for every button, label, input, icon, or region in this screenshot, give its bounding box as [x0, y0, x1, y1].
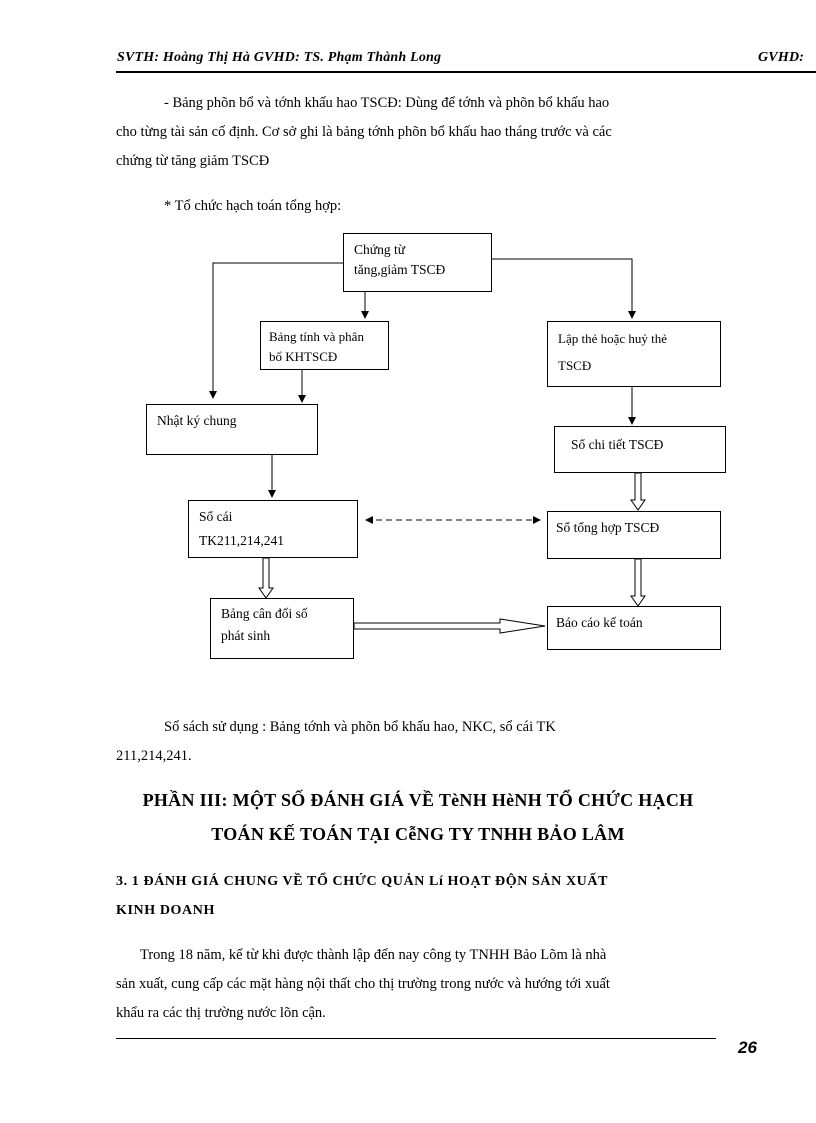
page-number: 26 [738, 1038, 757, 1057]
body-line-2: sản xuất, cung cấp các mặt hàng nội thất… [116, 976, 610, 992]
intro-line-2: cho từng tài sản cố định. Cơ sở ghi là b… [116, 124, 612, 140]
box-bao-cao: Báo cáo kế toán [547, 606, 721, 650]
body-line-1: Trong 18 năm, kể từ khi được thành lập đ… [140, 947, 607, 963]
hollow-arrow-sochitiet-to-sotonghop [630, 472, 646, 511]
box-chung-tu-line-2: tăng,giảm TSCĐ [354, 262, 446, 277]
box-bang-can-doi-line-1: Bảng cân đối số [221, 606, 308, 621]
body-line-3: khẩu ra các thị trường nước lõn cận. [116, 1005, 326, 1021]
box-lap-the-line-2: TSCĐ [558, 358, 592, 373]
box-lap-the: Lập thẻ hoặc huỷ thẻ TSCĐ [547, 321, 721, 387]
intro-line-1: - Bảng phõn bổ và tớnh khấu hao TSCĐ: Dù… [164, 95, 610, 111]
part-heading-line-2: TOÁN KẾ TOÁN TẠI CễNG TY TNHH BẢO LÂM [211, 824, 625, 844]
header-author: SVTH: Hoàng Thị Hà GVHD: TS. Phạm Thành … [117, 50, 442, 65]
box-so-tong-hop-label: Sổ tổng hợp TSCĐ [556, 520, 660, 535]
box-bang-tinh: Bảng tính và phân bổ KHTSCĐ [260, 321, 389, 370]
box-nhat-ky-chung: Nhật ký chung [146, 404, 318, 455]
hollow-arrow-sotonghop-to-baocao [630, 558, 646, 607]
box-bang-tinh-line-1: Bảng tính và phân [269, 329, 364, 344]
hollow-arrow-socai-to-bangcandoi [258, 557, 274, 599]
usage-line-2: 211,214,241. [116, 748, 192, 764]
box-bang-can-doi-line-2: phát sinh [221, 628, 271, 643]
box-chung-tu-line-1: Chứng từ [354, 242, 406, 257]
box-bang-can-doi: Bảng cân đối số phát sinh [210, 598, 354, 659]
sub-heading-line-2: KINH DOANH [116, 903, 215, 918]
box-so-cai-line-2: TK211,214,241 [199, 533, 284, 548]
intro-line-3: chứng từ tăng giảm TSCĐ [116, 153, 270, 169]
box-chung-tu: Chứng từ tăng,giảm TSCĐ [343, 233, 492, 292]
box-so-tong-hop: Sổ tổng hợp TSCĐ [547, 511, 721, 559]
hollow-arrow-bangcandoi-to-baocao [353, 618, 546, 634]
box-bao-cao-label: Báo cáo kế toán [556, 615, 643, 630]
box-so-chi-tiet-label: Sổ chi tiết TSCĐ [571, 437, 664, 452]
arrow-chungtu-to-nhatky [209, 262, 343, 399]
box-so-cai: Sổ cái TK211,214,241 [188, 500, 358, 558]
box-lap-the-line-1: Lập thẻ hoặc huỷ thẻ [558, 331, 668, 346]
box-nhat-ky-chung-label: Nhật ký chung [157, 413, 237, 428]
part-heading-line-1: PHẦN III: MỘT SỐ ĐÁNH GIÁ VỀ TèNH HèNH T… [142, 790, 694, 810]
header-advisor: GVHD: [758, 50, 805, 65]
box-so-chi-tiet: Sổ chi tiết TSCĐ [554, 426, 726, 473]
header-rule [116, 71, 816, 73]
usage-line-1: Sổ sách sử dụng : Bảng tớnh và phõn bổ k… [164, 719, 556, 735]
box-so-cai-line-1: Sổ cái [199, 509, 233, 524]
arrow-chungtu-to-lapthe [492, 258, 636, 319]
section-label: * Tổ chức hạch toán tổng hợp: [164, 198, 342, 214]
footer-rule [116, 1038, 716, 1039]
box-bang-tinh-line-2: bổ KHTSCĐ [269, 349, 338, 364]
sub-heading-line-1: 3. 1 ĐÁNH GIÁ CHUNG VỀ TỔ CHỨC QUẢN Lí H… [116, 874, 609, 889]
